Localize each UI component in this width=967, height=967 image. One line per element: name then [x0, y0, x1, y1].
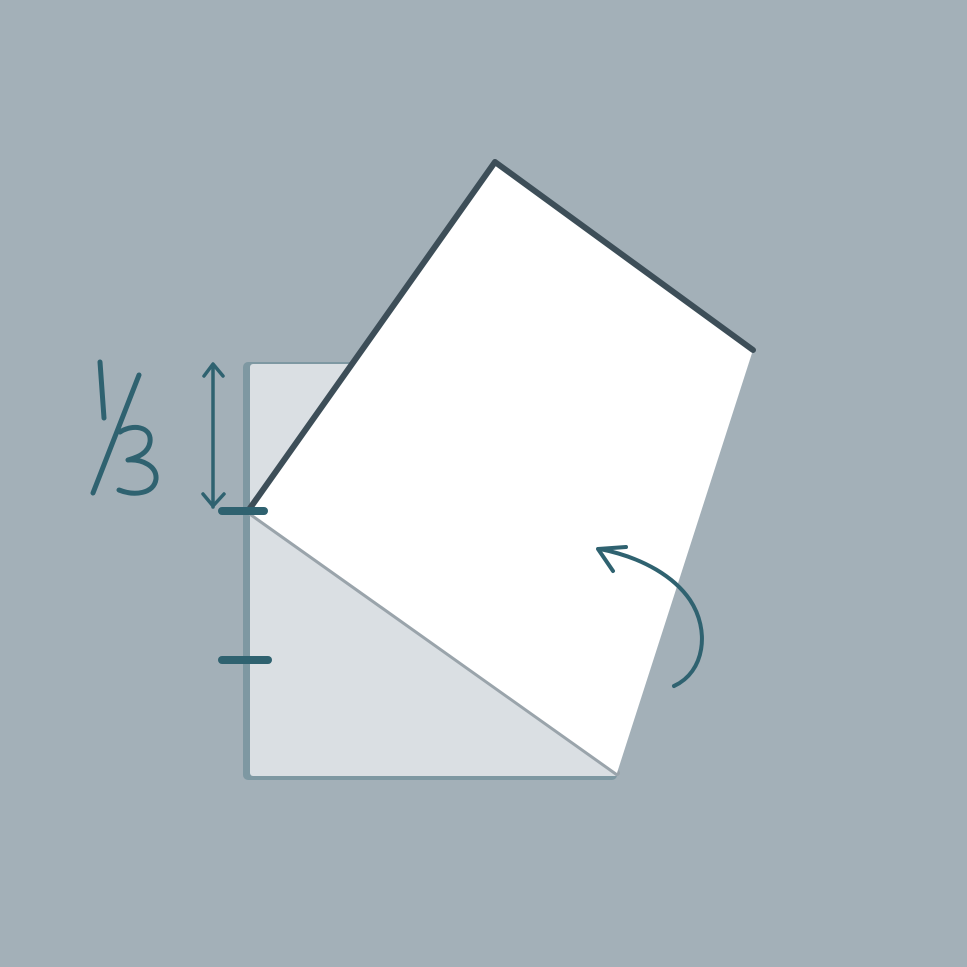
- fraction-label-glyph: [90, 359, 159, 496]
- folded-flap: [245, 159, 756, 773]
- double-headed-arrow-icon: [201, 362, 226, 509]
- curved-arrow-icon: [596, 545, 704, 688]
